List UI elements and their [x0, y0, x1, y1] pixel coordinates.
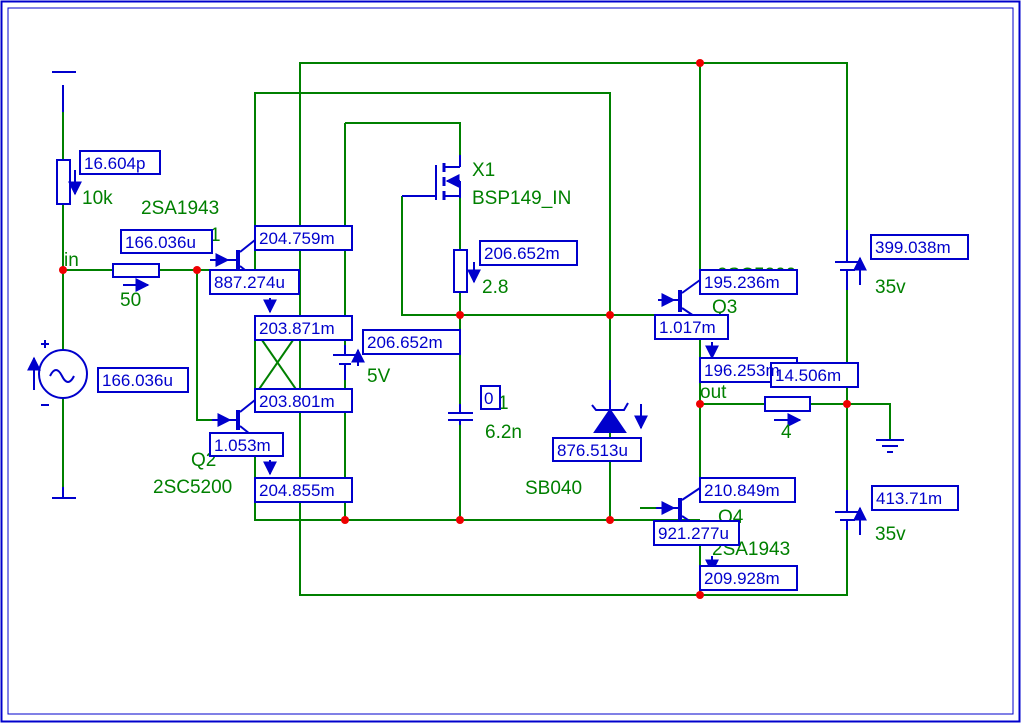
label-x1-ref: X1: [472, 160, 495, 181]
readout-q4-base-current: 921.277u: [658, 524, 729, 543]
signal-source: [38, 349, 88, 399]
readout-source-current: 166.036u: [102, 371, 173, 390]
label-cap-ref: 1: [498, 393, 509, 414]
readout-q2-base-current: 1.053m: [214, 436, 271, 455]
label-cap-value: 6.2n: [485, 422, 522, 443]
label-x1-part: BSP149_IN: [472, 188, 571, 209]
readout-diode-current: 876.513u: [557, 441, 628, 460]
label-q2-part: 2SC5200: [153, 477, 232, 498]
resistor-50: [112, 263, 160, 278]
label-r-drain-value: 2.8: [482, 277, 508, 298]
label-net-out: out: [700, 382, 727, 403]
readout-bias-current: 206.652m: [367, 333, 443, 352]
label-q1-part: 2SA1943: [141, 198, 219, 219]
readout-r-in-current: 16.604p: [84, 154, 145, 173]
readout-q1-emitter-current: 204.759m: [259, 229, 335, 248]
resistor-10k: [56, 159, 71, 205]
readout-q1-base-current-2: 887.274u: [214, 273, 285, 292]
label-v-pos-value: 35v: [875, 277, 906, 298]
diode-sb040: [593, 408, 627, 433]
readout-q1-collector-current: 203.871m: [259, 319, 335, 338]
resistor-4: [764, 396, 811, 412]
readout-boxes: [79, 150, 969, 591]
readout-q2-emitter-current: 204.855m: [259, 481, 335, 500]
label-r-series-value: 50: [120, 290, 141, 311]
label-diode-part: SB040: [525, 478, 582, 499]
wires: [62, 62, 891, 596]
readout-r-drain-current: 206.652m: [484, 244, 560, 263]
label-q1-ref: 1: [210, 225, 221, 246]
readout-q1-base-current: 166.036u: [125, 233, 196, 252]
components: [27, 71, 904, 574]
junctions: [59, 59, 851, 599]
label-r-in-value: 10k: [82, 188, 113, 209]
readout-q2-collector-current: 203.801m: [259, 392, 335, 411]
readout-v-pos-current: 399.038m: [875, 238, 951, 257]
label-net-in: in: [64, 250, 79, 271]
resistor-2p8: [453, 249, 468, 293]
readouts: 16.604p 166.036u 166.036u 204.759m 887.2…: [84, 154, 951, 588]
label-v-neg-value: 35v: [875, 524, 906, 545]
readout-q3-emitter-current: 196.253m: [704, 361, 780, 380]
sheet-border-inner: [7, 7, 1014, 715]
readout-q3-collector-current: 195.236m: [704, 273, 780, 292]
readout-v-neg-current: 413.71m: [876, 489, 942, 508]
readout-q4-collector-current: 209.928m: [704, 569, 780, 588]
readout-cap-current: 0: [484, 389, 493, 408]
readout-q4-emitter-current: 210.849m: [704, 481, 780, 500]
label-r-load-value: 4: [781, 422, 792, 443]
readout-q3-base-current: 1.017m: [659, 318, 716, 337]
readout-load-current: 14.506m: [775, 366, 841, 385]
label-q3-ref: Q3: [712, 297, 737, 318]
label-bias-value: 5V: [367, 366, 391, 387]
